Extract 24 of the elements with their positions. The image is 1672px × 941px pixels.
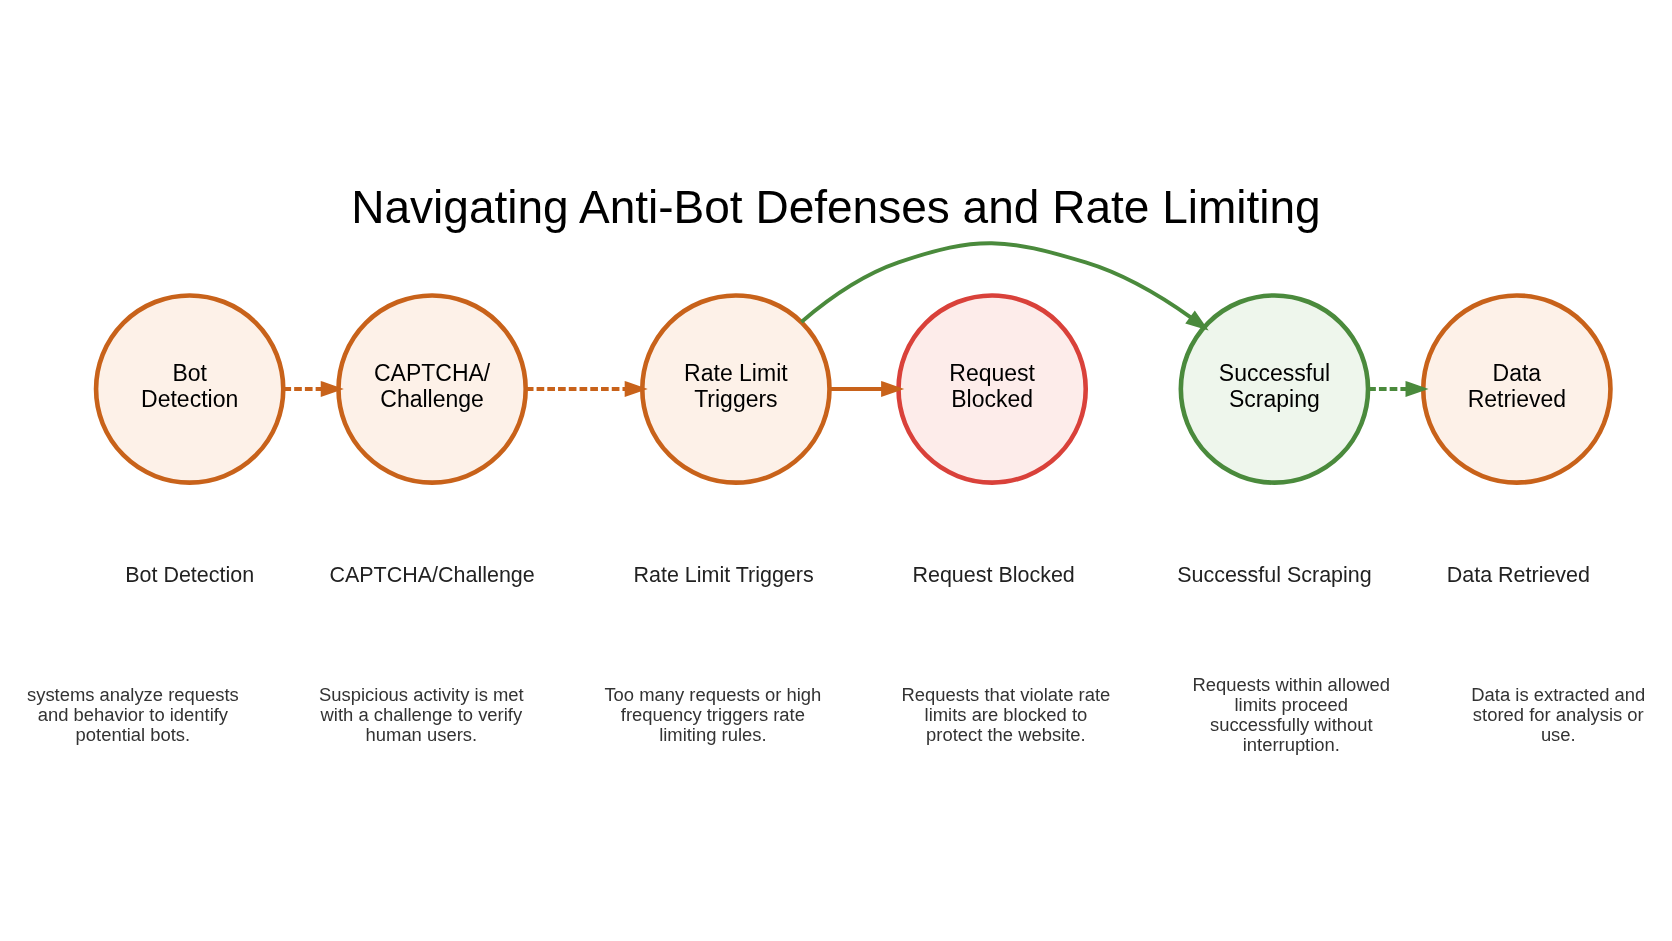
label: Data Retrieved <box>1446 562 1590 587</box>
node-circle: Bot Detection <box>93 292 286 485</box>
arrow <box>800 240 1209 331</box>
label: Rate Limit Triggers <box>633 562 814 587</box>
node-circle: CAPTCHA/ Challenge <box>336 292 528 485</box>
arrow <box>283 380 344 397</box>
node-circle: Request Blocked <box>896 292 1088 485</box>
node-circle: Data Retrieved <box>1420 292 1613 485</box>
arrow <box>829 380 905 397</box>
label: systems analyze requests and behavior to identify potential bots. <box>27 683 239 745</box>
label: Suspicious activity is met with a challenge to verify human users. <box>319 683 524 745</box>
diagram-title: Navigating Anti-Bot Defenses and Rate Limiting <box>351 180 1321 233</box>
label: Too many requests or high frequency triggers rate limiting rules. <box>604 683 822 745</box>
label: CAPTCHA/Challenge <box>329 562 535 587</box>
arrow <box>525 380 648 397</box>
label: Successful Scraping <box>1177 562 1372 587</box>
label: Data is extracted and stored for analysis or use. <box>1471 683 1646 745</box>
arrow <box>1368 380 1429 397</box>
label: Bot Detection <box>125 562 255 587</box>
node-circle: Successful Scraping <box>1178 292 1371 485</box>
node-circle: Rate Limit Triggers <box>640 292 832 485</box>
label: Requests within allowed limits proceed successfully without interruption. <box>1192 673 1391 755</box>
label: Request Blocked <box>912 562 1075 587</box>
label: Requests that violate rate limits are blocked to protect the website. <box>901 683 1111 745</box>
